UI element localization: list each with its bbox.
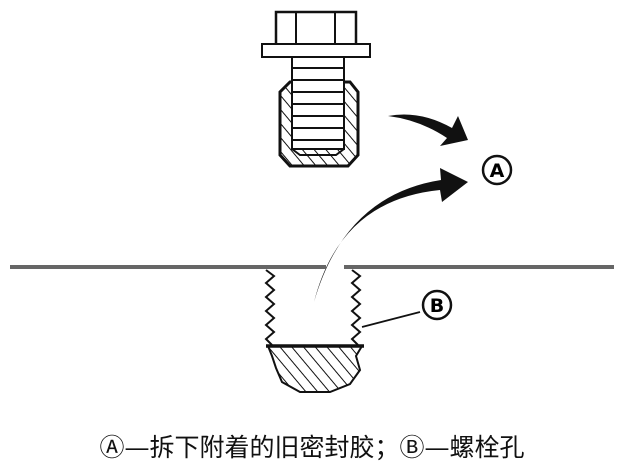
svg-text:A: A	[490, 160, 505, 182]
hole-bottom	[266, 345, 364, 393]
label-b: B	[421, 289, 453, 321]
arrow-lower	[314, 168, 468, 302]
bolt	[261, 10, 371, 168]
svg-text:B: B	[430, 295, 444, 317]
caption: Ⓐ—拆下附着的旧密封胶；Ⓑ—螺栓孔	[99, 433, 525, 462]
bolt-flange	[261, 43, 371, 58]
leader-b	[361, 311, 421, 328]
bolt-hex-head	[274, 10, 358, 47]
bolt-hole	[264, 269, 421, 393]
label-a: A	[481, 154, 513, 186]
arrow-upper	[388, 114, 468, 146]
